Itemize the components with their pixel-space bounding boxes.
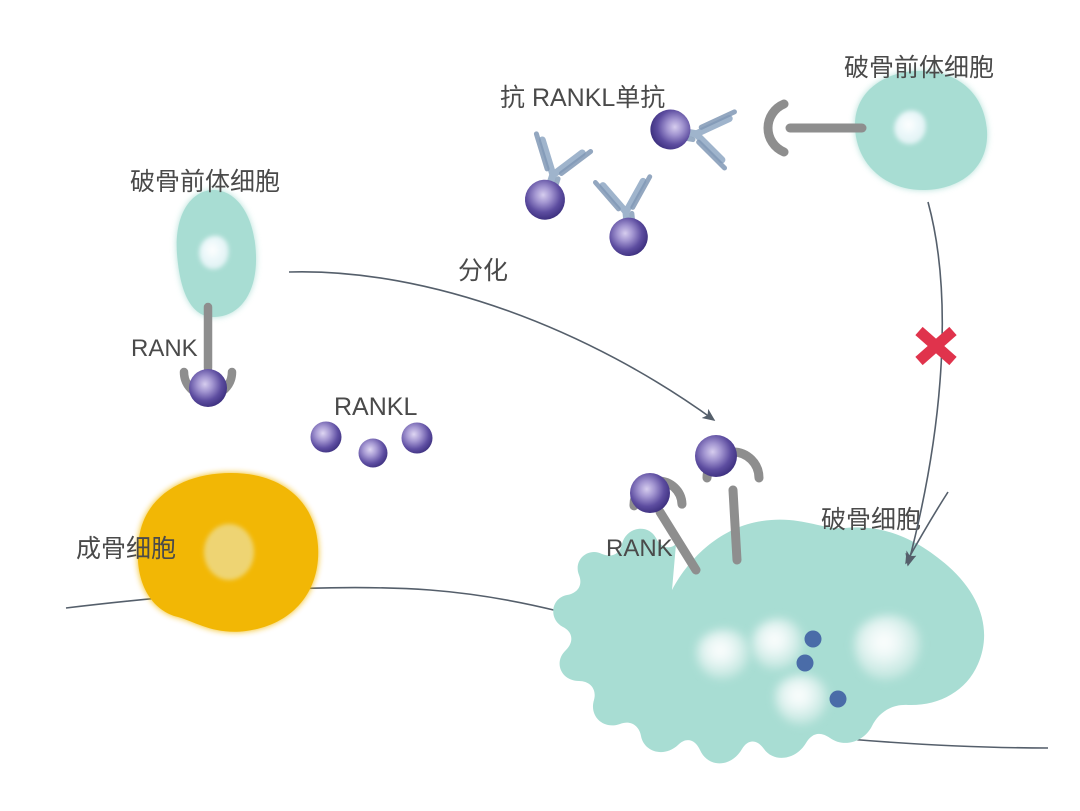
rankl-ball [358,438,388,468]
rankl-ball-bound [189,369,227,407]
differentiation-arrow [288,271,716,421]
label-precursor-left: 破骨前体细胞 [130,168,280,196]
label-osteoblast: 成骨细胞 [76,535,176,563]
precursor-nucleus [894,110,926,145]
osteoclast-blue-dot [829,690,847,708]
osteoclast-nucleus [774,674,828,725]
precursor-cell-left [176,189,257,318]
label-differentiation: 分化 [458,257,508,285]
rank-osteoclast-right [695,435,764,565]
antibody-3 [650,98,735,168]
osteoclast-cell [553,519,985,764]
osteoblast-cell [137,473,319,632]
rankl-ball-captured [609,217,648,257]
osteoclast-blue-dot [796,654,814,672]
label-precursor-top-right: 破骨前体细胞 [844,54,994,82]
label-anti-rankl-mab: 抗 RANKL单抗 [500,84,665,112]
rank-osteoclast-left [629,473,701,575]
rankl-ball-captured [650,109,691,150]
label-rank-osteoclast: RANK [606,535,673,562]
precursor-cell-top-right [855,70,988,191]
rankl-ball-bound [695,435,737,477]
rankl-ball-bound [630,473,670,513]
red-x-block [915,326,957,366]
precursor-nucleus [199,235,229,270]
osteoblast-nucleus [204,524,254,580]
osteoclast-nucleus [854,614,921,680]
label-osteoclast: 破骨细胞 [821,506,921,534]
osteoclast-nucleus [696,629,750,680]
antibody-2 [595,177,657,257]
rank-left-precursor [179,302,237,407]
osteoclast-nucleus [751,618,803,670]
rankl-ball [401,422,433,454]
free-rankl-group [310,421,433,468]
rank-top-right-precursor [763,99,867,157]
osteoclast-blue-dot [804,630,822,648]
label-rank-left: RANK [131,335,198,362]
bone-surface-line-right [847,738,1049,749]
rankl-ball-captured [524,179,565,220]
rankl-ball [310,421,342,453]
antibody-1 [512,134,591,220]
label-rankl: RANKL [334,393,417,421]
blocked-differentiation-arrow [905,201,944,567]
